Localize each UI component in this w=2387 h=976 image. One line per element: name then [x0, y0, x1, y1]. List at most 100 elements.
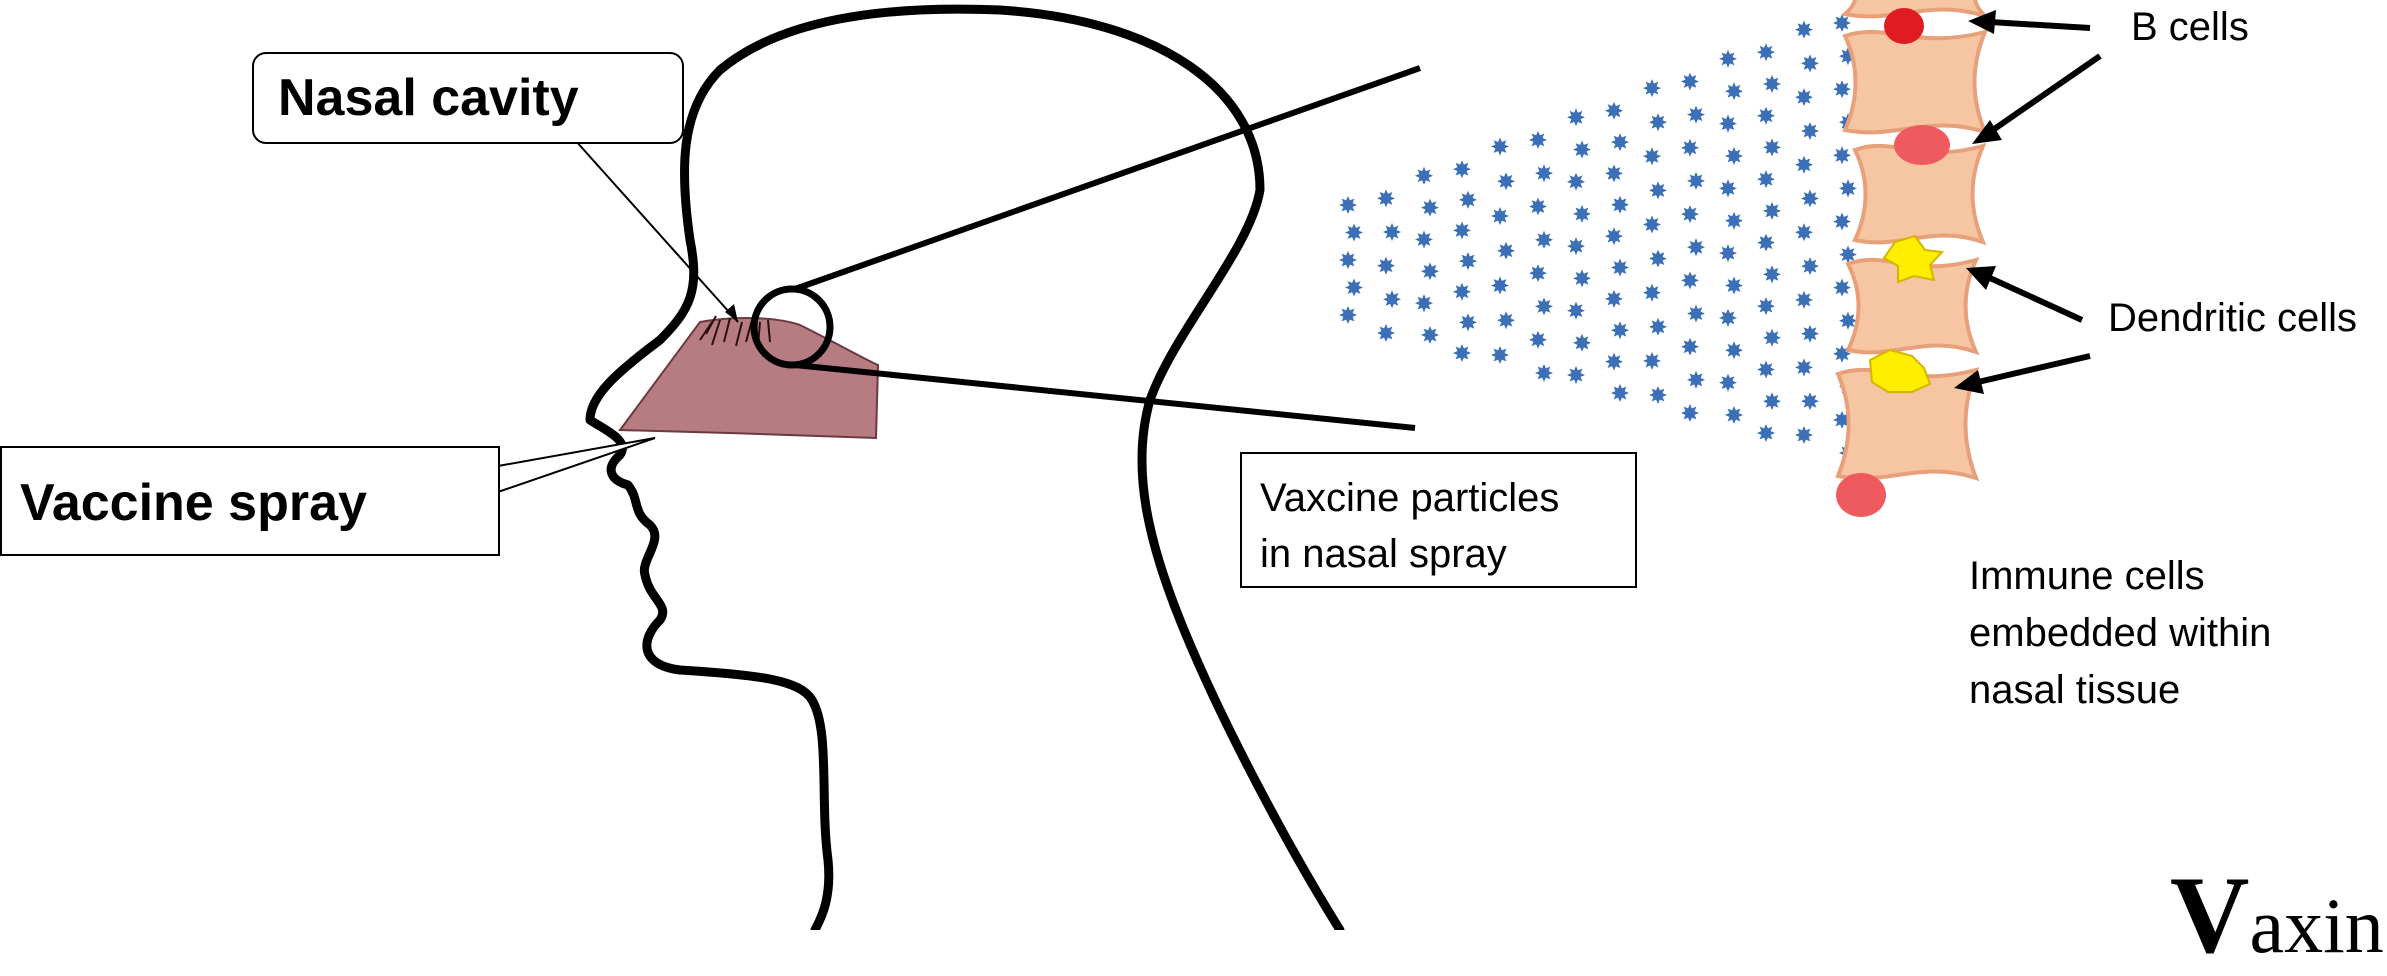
nasal-cavity-label: Nasal cavity — [252, 52, 684, 144]
vaccine-particle — [1725, 212, 1743, 230]
vaccine-particle — [1643, 216, 1661, 234]
vaccine-particle — [1567, 173, 1585, 191]
vaccine-particle — [1719, 50, 1737, 68]
vaccine-particle — [1833, 146, 1851, 164]
vaccine-particle — [1725, 82, 1743, 100]
vaccine-particle — [1757, 170, 1775, 188]
vaccine-particle — [1339, 306, 1357, 324]
vaccine-particle — [1459, 191, 1477, 209]
vaccine-particle — [1605, 290, 1623, 308]
vaccine-particle — [1611, 133, 1629, 151]
vaccine-particle — [1719, 244, 1737, 262]
vaccine-particle — [1649, 250, 1667, 268]
vaccine-particle — [1415, 294, 1433, 312]
vaccine-particle — [1535, 231, 1553, 249]
vaccine-particle — [1491, 138, 1509, 156]
vaccine-particle — [1763, 75, 1781, 93]
vaccine-particle — [1421, 326, 1439, 344]
brand-rest: axin — [2249, 882, 2383, 969]
b-cell — [1836, 473, 1886, 517]
vaccine-particle — [1535, 364, 1553, 382]
b-cell-bright — [1884, 8, 1924, 44]
vaccine-particle — [1801, 190, 1819, 208]
vaccine-particle — [1605, 353, 1623, 371]
vaccine-particle — [1833, 213, 1851, 231]
vaccine-particle — [1643, 147, 1661, 165]
particles-label-line-2: in nasal spray — [1260, 526, 1635, 582]
vaccine-particle — [1649, 386, 1667, 404]
immune-cells-caption: Immune cells embedded within nasal tissu… — [1969, 548, 2271, 719]
vaccine-particle — [1643, 79, 1661, 97]
brand-logo: Vaxin — [2170, 860, 2384, 970]
vaccine-particle — [1763, 329, 1781, 347]
zoom-line-bottom — [795, 365, 1415, 428]
vaccine-particle — [1529, 264, 1547, 282]
vaccine-particle — [1719, 115, 1737, 133]
vaccine-particle — [1535, 164, 1553, 182]
vaccine-particle — [1383, 223, 1401, 241]
immune-caption-line-3: nasal tissue — [1969, 662, 2271, 719]
vaccine-particle — [1459, 252, 1477, 270]
vaccine-particle — [1497, 172, 1515, 190]
vaccine-particle — [1377, 324, 1395, 342]
vaccine-particle — [1687, 172, 1705, 190]
vaccine-particle — [1757, 234, 1775, 252]
vaccine-particle — [1339, 196, 1357, 214]
vaccine-particle — [1687, 305, 1705, 323]
vaccine-particle — [1567, 302, 1585, 320]
vaccine-particle — [1453, 344, 1471, 362]
vaccine-particle — [1681, 338, 1699, 356]
vaccine-particle — [1687, 238, 1705, 256]
vaccine-particle — [1453, 221, 1471, 239]
vaccine-particle — [1795, 156, 1813, 174]
vaccine-particle — [1605, 164, 1623, 182]
vaccine-particle — [1611, 196, 1629, 214]
vaccine-particle — [1801, 257, 1819, 275]
vaccine-particle — [1795, 358, 1813, 376]
vaccine-particle — [1839, 179, 1857, 197]
vaccine-particle — [1421, 262, 1439, 280]
vaccine-spray-label: Vaccine spray — [0, 446, 500, 556]
particles-label-line-1: Vaxcine particles — [1260, 470, 1635, 526]
vaccine-particle — [1491, 346, 1509, 364]
vaccine-particle — [1605, 227, 1623, 245]
vaccine-particle — [1833, 279, 1851, 297]
brand-initial: V — [2170, 854, 2249, 976]
vaccine-particle — [1421, 199, 1439, 217]
vaccine-particle — [1725, 147, 1743, 165]
vaccine-particle — [1649, 181, 1667, 199]
vaccine-particle — [1801, 54, 1819, 72]
vaccine-particle — [1643, 352, 1661, 370]
vaccine-particle — [1573, 269, 1591, 287]
vaccine-particle — [1497, 242, 1515, 260]
vaccine-particle — [1795, 426, 1813, 444]
dendritic-cells-label: Dendritic cells — [2108, 296, 2357, 341]
dendritic-cell — [1870, 350, 1930, 392]
b-cell — [1894, 125, 1950, 165]
vaccine-particle — [1529, 198, 1547, 216]
vaccine-particle — [1763, 202, 1781, 220]
vaccine-particle — [1497, 311, 1515, 329]
vaccine-particle — [1719, 309, 1737, 327]
vaccine-particle — [1757, 43, 1775, 61]
vaccine-particle — [1567, 237, 1585, 255]
vaccine-particle — [1573, 334, 1591, 352]
vaccine-particle — [1687, 371, 1705, 389]
nasal-cavity-pointer — [575, 140, 738, 322]
immune-caption-line-1: Immune cells — [1969, 548, 2271, 605]
vaccine-particle — [1383, 290, 1401, 308]
vaccine-particle — [1611, 321, 1629, 339]
vaccine-particle — [1415, 231, 1433, 249]
vaccine-particle — [1649, 113, 1667, 131]
head-outline — [590, 9, 1340, 930]
vaccine-particle — [1757, 424, 1775, 442]
vaccine-particle — [1339, 251, 1357, 269]
vaccine-particle — [1535, 297, 1553, 315]
vaccine-particle — [1567, 108, 1585, 126]
vaccine-particle — [1725, 341, 1743, 359]
vaccine-particle — [1491, 207, 1509, 225]
vaccine-particle — [1757, 107, 1775, 125]
vaccine-particle — [1345, 279, 1363, 297]
vaccine-particle — [1681, 205, 1699, 223]
vaccine-particle — [1795, 88, 1813, 106]
